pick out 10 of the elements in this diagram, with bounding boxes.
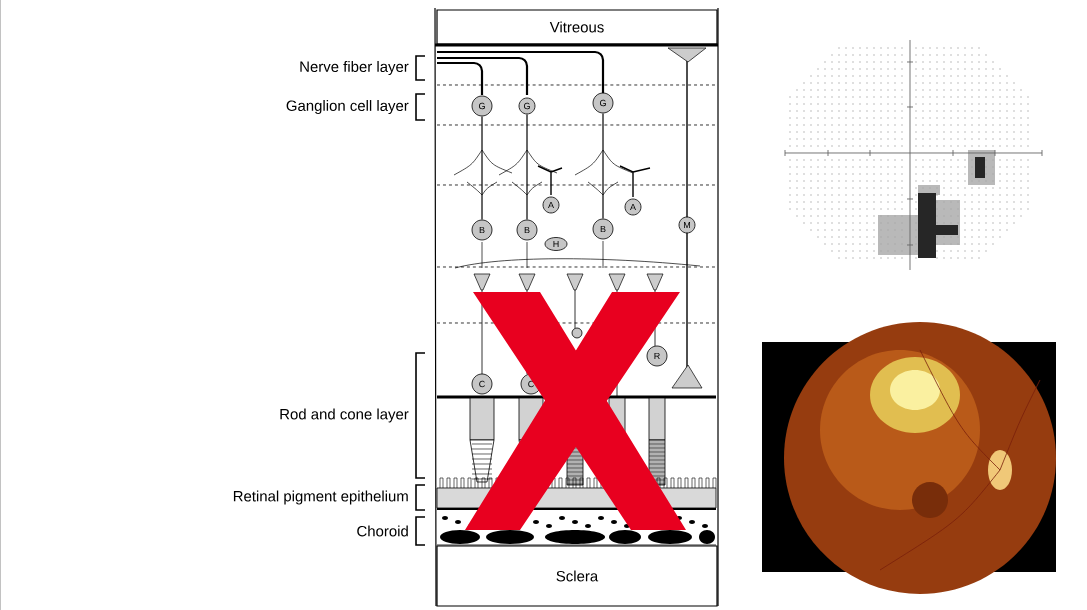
layer-band: Vitreous (436, 9, 718, 45)
layer-label: Rod and cone layer (280, 408, 409, 423)
layer-label: Choroid (357, 525, 408, 537)
neuron-line (526, 113, 528, 221)
neuron-line (481, 115, 483, 221)
neuron-line (602, 112, 604, 220)
layer-label: Nerve fiber layer (300, 61, 409, 75)
layer-label: Ganglion cell layer (286, 100, 409, 114)
layer-band: Sclera (436, 545, 718, 607)
layer-label: Retinal pigment epithelium (233, 490, 408, 505)
